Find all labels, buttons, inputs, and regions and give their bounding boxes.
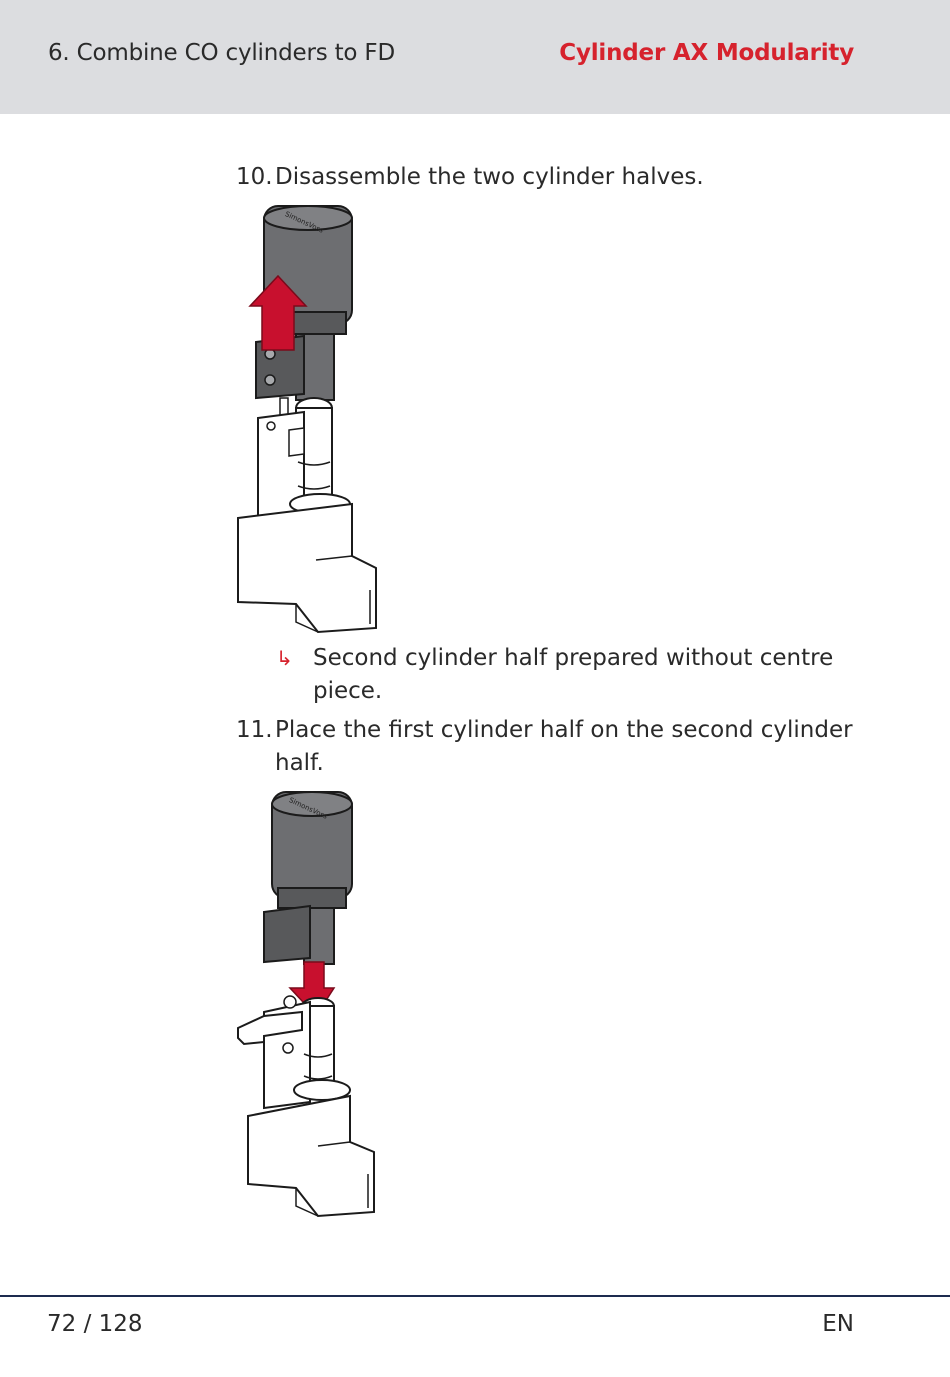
illustration-assemble: SimonsVoss bbox=[237, 791, 375, 1218]
step-10-result: ↳ Second cylinder half prepared without … bbox=[276, 642, 856, 708]
step-11: 11. Place the first cylinder half on the… bbox=[236, 714, 856, 780]
result-arrow-icon: ↳ bbox=[276, 646, 293, 670]
product-name: Cylinder AX Modularity bbox=[559, 40, 854, 66]
step-10: 10. Disassemble the two cylinder halves. bbox=[236, 161, 856, 194]
page-header: 6. Combine CO cylinders to FD Cylinder A… bbox=[0, 0, 950, 114]
step-number: 10. bbox=[236, 164, 273, 190]
step-text: Disassemble the two cylinder halves. bbox=[275, 164, 704, 190]
page-number: 72 / 128 bbox=[47, 1311, 143, 1337]
illustration-disassemble: SimonsVoss bbox=[237, 205, 377, 634]
arrow-up-icon bbox=[248, 274, 308, 351]
section-title: 6. Combine CO cylinders to FD bbox=[48, 40, 395, 66]
step-number: 11. bbox=[236, 717, 273, 743]
footer-divider bbox=[0, 1295, 950, 1297]
step-text: Place the first cylinder half on the sec… bbox=[275, 717, 853, 776]
language-code: EN bbox=[822, 1311, 854, 1337]
result-text: Second cylinder half prepared without ce… bbox=[313, 645, 834, 704]
